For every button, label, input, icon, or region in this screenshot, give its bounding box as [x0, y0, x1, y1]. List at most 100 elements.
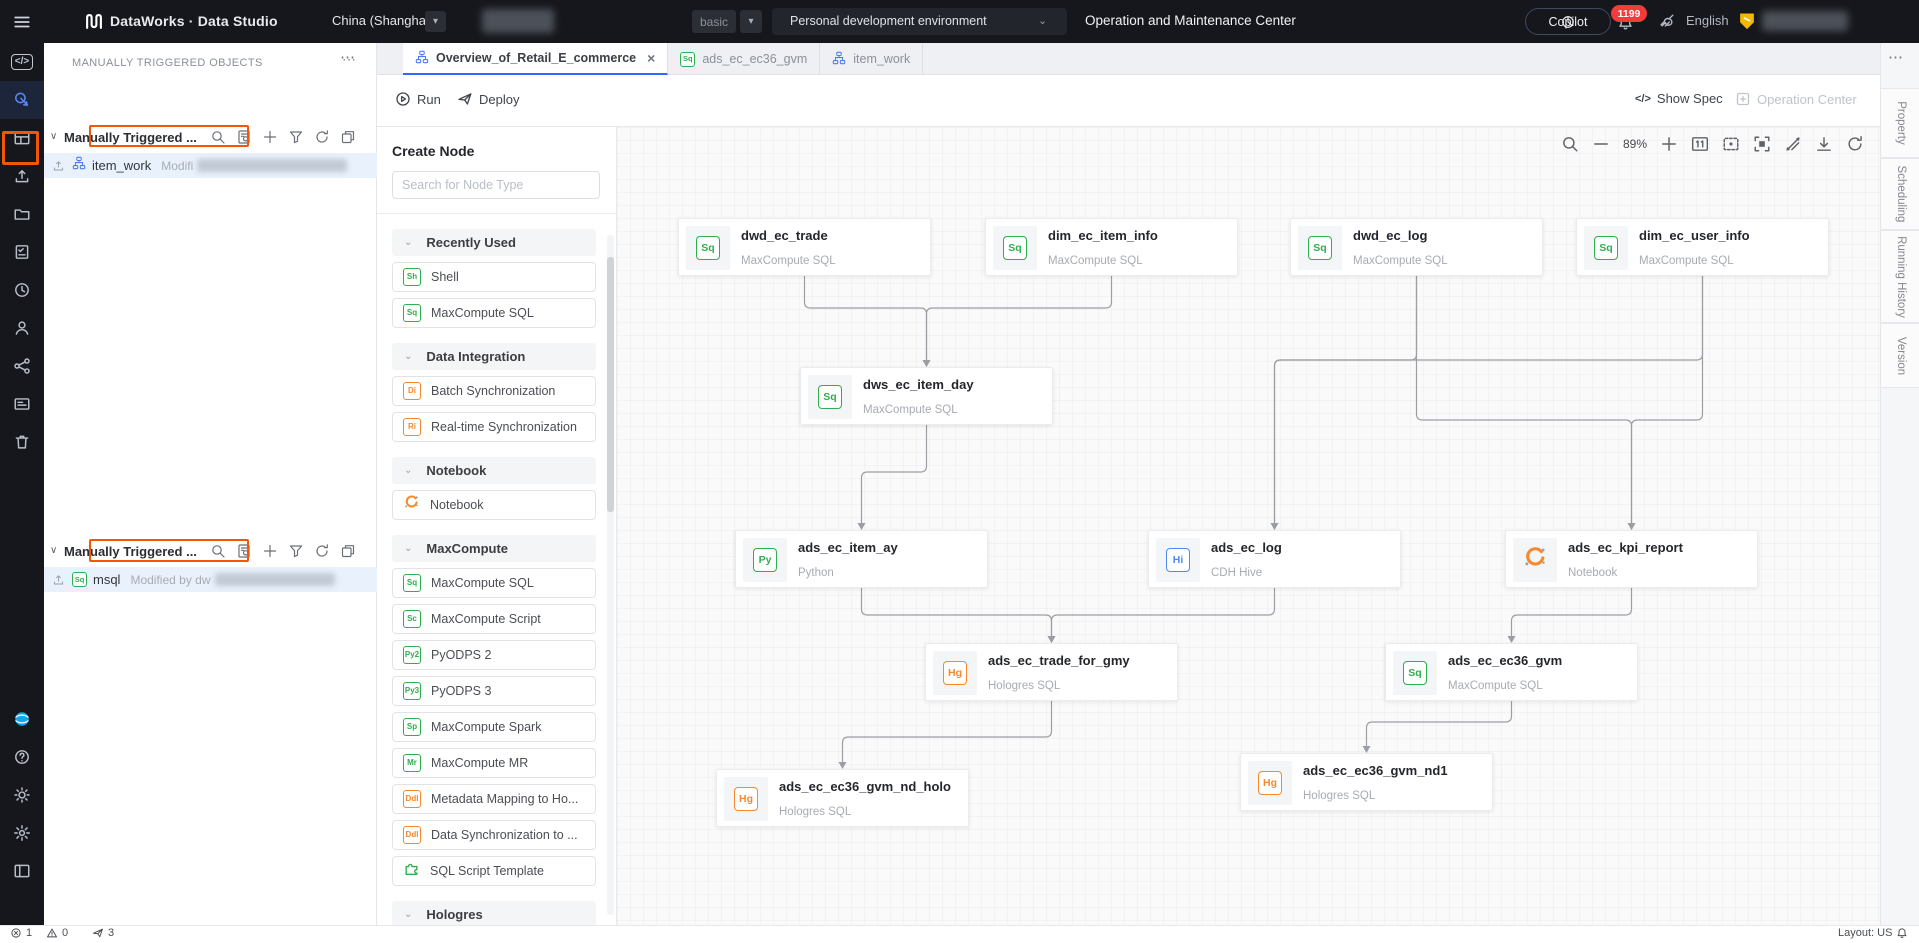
operation-center-button[interactable]: Operation Center: [1735, 91, 1857, 107]
folder-icon[interactable]: [0, 195, 44, 233]
close-icon[interactable]: ×: [647, 50, 655, 66]
filter-icon[interactable]: [288, 543, 305, 560]
node-group-recently-used[interactable]: ⌄Recently Used: [392, 229, 596, 256]
dag-node-dwd_ec_log[interactable]: Sqdwd_ec_logMaxCompute SQL: [1290, 218, 1543, 276]
zoom-in-icon[interactable]: [1660, 135, 1678, 153]
node-type-real-time-synchronization[interactable]: RiReal-time Synchronization: [392, 412, 596, 442]
tab-item_work[interactable]: item_work: [820, 43, 923, 75]
dag-node-dwd_ec_trade[interactable]: Sqdwd_ec_tradeMaxCompute SQL: [678, 218, 931, 276]
help-icon[interactable]: [0, 738, 44, 776]
node-type-maxcompute-sql[interactable]: SqMaxCompute SQL: [392, 298, 596, 328]
node-type-pyodps-2[interactable]: Py2PyODPS 2: [392, 640, 596, 670]
dag-node-ads_ec_trade_for_gmy[interactable]: Hgads_ec_trade_for_gmyHologres SQL: [925, 643, 1178, 701]
dag-node-ads_ec_ec36_gvm_nd_holo[interactable]: Hgads_ec_ec36_gvm_nd_holoHologres SQL: [716, 769, 969, 827]
refresh-icon[interactable]: [1846, 135, 1864, 153]
node-type-data-synchronization-to-[interactable]: DdlData Synchronization to ...: [392, 820, 596, 850]
warning-count[interactable]: 0: [46, 927, 68, 939]
list-search-icon[interactable]: [236, 129, 253, 146]
search-icon[interactable]: [210, 129, 227, 146]
collapse-all-icon[interactable]: [340, 129, 357, 146]
actual-size-icon[interactable]: [1691, 135, 1709, 153]
zoom-out-icon[interactable]: [1592, 135, 1610, 153]
copilot-button[interactable]: Copilot: [1525, 8, 1611, 35]
language-selector[interactable]: English: [1686, 13, 1729, 28]
node-group-hologres[interactable]: ⌄Hologres: [392, 901, 596, 925]
show-spec-button[interactable]: </> Show Spec: [1635, 91, 1723, 106]
node-group-maxcompute[interactable]: ⌄MaxCompute: [392, 535, 596, 562]
dag-canvas[interactable]: Sqdwd_ec_tradeMaxCompute SQL Sqdim_ec_ite…: [617, 127, 1880, 925]
chevron-down-icon[interactable]: ∨: [50, 545, 57, 556]
node-type-maxcompute-mr[interactable]: MrMaxCompute MR: [392, 748, 596, 778]
dag-node-ads_ec_ec36_gvm[interactable]: Sqads_ec_ec36_gvmMaxCompute SQL: [1385, 643, 1638, 701]
mode-selector[interactable]: basic: [692, 10, 736, 33]
search-icon[interactable]: [210, 543, 227, 560]
scrollbar-thumb[interactable]: [607, 257, 614, 512]
tab-Overview_of_Retail_E_commerce[interactable]: Overview_of_Retail_E_commerce×: [403, 43, 668, 75]
section-header-manually-triggered-1[interactable]: ∨ Manually Triggered ...: [44, 127, 377, 151]
node-type-notebook[interactable]: Notebook: [392, 490, 596, 520]
clock-icon[interactable]: [0, 271, 44, 309]
add-icon[interactable]: [262, 543, 279, 560]
nav-operation-maintenance-center[interactable]: Operation and Maintenance Center: [1085, 13, 1296, 28]
region-chevron-down-icon[interactable]: ▾: [425, 11, 446, 32]
tab-ads_ec_ec36_gvm[interactable]: Sqads_ec_ec36_gvm: [668, 43, 820, 75]
mode-chevron-down-icon[interactable]: ▾: [740, 10, 762, 33]
layout-icon[interactable]: [0, 852, 44, 890]
status-bell-icon[interactable]: [1896, 927, 1908, 939]
right-tab-property[interactable]: Property: [1881, 88, 1919, 158]
node-type-shell[interactable]: ShShell: [392, 262, 596, 292]
layout-indicator[interactable]: Layout: US: [1838, 927, 1892, 939]
dag-node-dim_ec_user_info[interactable]: Sqdim_ec_user_infoMaxCompute SQL: [1576, 218, 1829, 276]
node-type-maxcompute-sql[interactable]: SqMaxCompute SQL: [392, 568, 596, 598]
node-type-maxcompute-script[interactable]: ScMaxCompute Script: [392, 604, 596, 634]
auto-layout-icon[interactable]: [1784, 135, 1802, 153]
dag-node-dws_ec_item_day[interactable]: Sqdws_ec_item_dayMaxCompute SQL: [800, 367, 1053, 425]
node-type-metadata-mapping-to-ho-[interactable]: DdlMetadata Mapping to Ho...: [392, 784, 596, 814]
deploy-count[interactable]: 3: [92, 927, 114, 939]
node-type-pyodps-3[interactable]: Py3PyODPS 3: [392, 676, 596, 706]
node-group-data-integration[interactable]: ⌄Data Integration: [392, 343, 596, 370]
tree-item-item_work[interactable]: item_work Modifi: [44, 153, 377, 178]
right-tab-scheduling[interactable]: Scheduling: [1881, 158, 1919, 230]
refresh-icon[interactable]: [314, 129, 331, 146]
tree-item-msql[interactable]: Sq msql Modified by dw: [44, 567, 377, 592]
run-button[interactable]: Run: [395, 91, 441, 107]
lineage-icon[interactable]: [0, 347, 44, 385]
chevron-down-icon[interactable]: ∨: [50, 131, 57, 142]
fit-view-icon[interactable]: [1722, 135, 1740, 153]
node-type-batch-synchronization[interactable]: DiBatch Synchronization: [392, 376, 596, 406]
trash-icon[interactable]: [0, 423, 44, 461]
table-icon[interactable]: [0, 119, 44, 157]
environment-chevron-down-icon[interactable]: ⌄: [1038, 14, 1047, 27]
dag-node-dim_ec_item_info[interactable]: Sqdim_ec_item_infoMaxCompute SQL: [985, 218, 1238, 276]
code-icon[interactable]: </>: [0, 43, 44, 81]
refresh-icon[interactable]: [314, 543, 331, 560]
node-type-search-input[interactable]: [392, 171, 600, 199]
user-icon[interactable]: [0, 309, 44, 347]
section-header-manually-triggered-2[interactable]: ∨ Manually Triggered ...: [44, 541, 377, 565]
deploy-button[interactable]: Deploy: [457, 91, 519, 107]
canvas-search-icon[interactable]: [1561, 135, 1579, 153]
download-icon[interactable]: [1815, 135, 1833, 153]
add-icon[interactable]: [262, 129, 279, 146]
region-selector[interactable]: China (Shanghai): [332, 13, 433, 28]
right-tab-version[interactable]: Version: [1881, 323, 1919, 388]
settings-icon[interactable]: [0, 814, 44, 852]
right-tab-running-history[interactable]: Running History: [1881, 230, 1919, 323]
dag-node-ads_ec_kpi_report[interactable]: ads_ec_kpi_reportNotebook: [1505, 530, 1758, 588]
theme-icon[interactable]: [0, 776, 44, 814]
focus-selection-icon[interactable]: [1753, 135, 1771, 153]
manual-trigger-icon[interactable]: [0, 81, 44, 119]
node-type-sql-script-template[interactable]: SQL Script Template: [392, 856, 596, 886]
card-icon[interactable]: [0, 385, 44, 423]
node-type-maxcompute-spark[interactable]: SpMaxCompute Spark: [392, 712, 596, 742]
dag-node-ads_ec_ec36_gvm_nd1[interactable]: Hgads_ec_ec36_gvm_nd1Hologres SQL: [1240, 753, 1493, 811]
list-search-icon[interactable]: [236, 543, 253, 560]
right-panel-more-icon[interactable]: ⋯: [1888, 48, 1903, 66]
sphere-icon[interactable]: [0, 700, 44, 738]
hamburger-menu-icon[interactable]: [0, 0, 44, 43]
dag-node-ads_ec_log[interactable]: Hiads_ec_logCDH Hive: [1148, 530, 1401, 588]
upload-icon[interactable]: [0, 157, 44, 195]
filter-icon[interactable]: [288, 129, 305, 146]
collapse-all-icon[interactable]: [340, 543, 357, 560]
